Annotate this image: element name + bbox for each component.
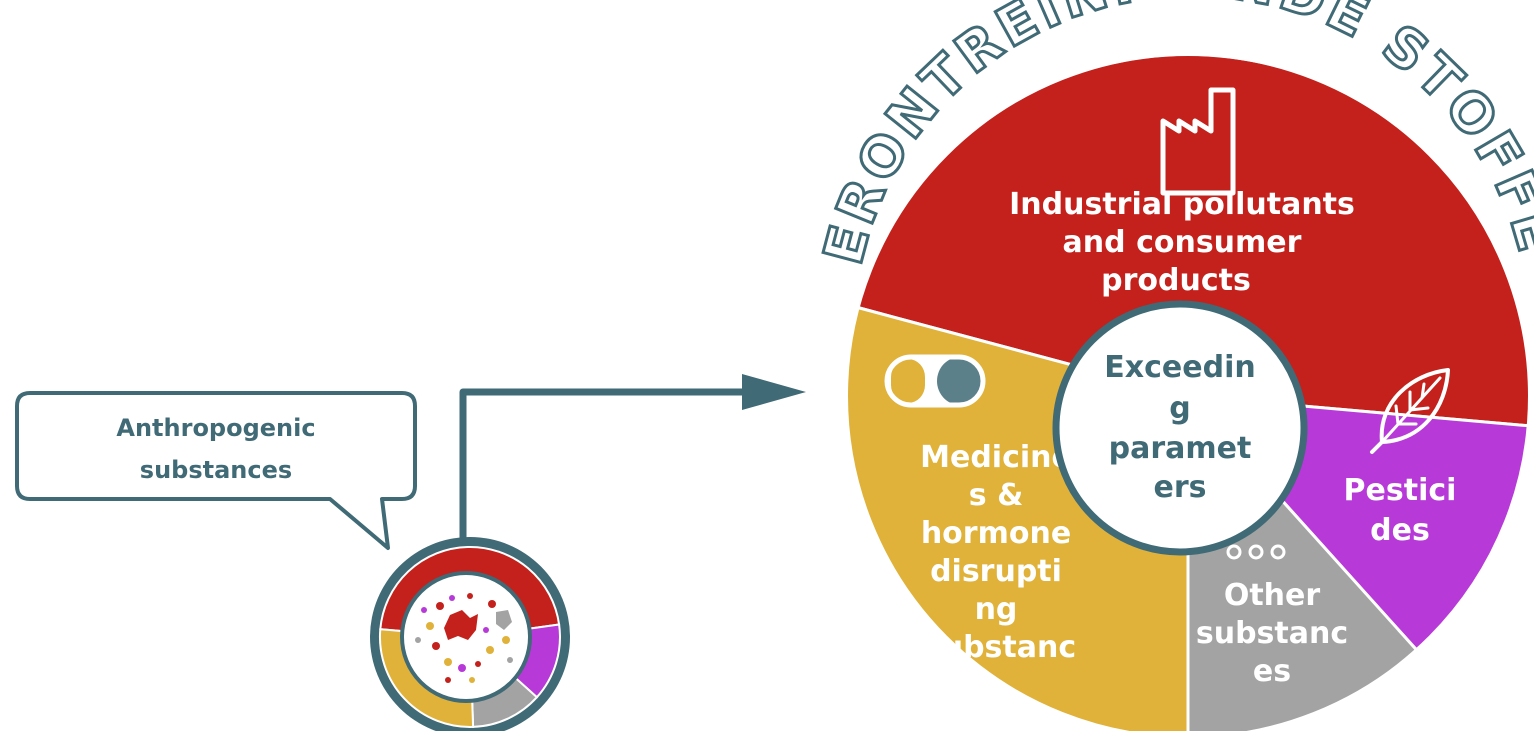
particle-shape <box>496 610 512 630</box>
other-label-line-3: es <box>1253 654 1291 689</box>
particle-dot <box>467 593 473 599</box>
particle-dot <box>502 636 510 644</box>
particle-dot <box>445 677 451 683</box>
center-text-line-1: Exceedin <box>1104 350 1255 385</box>
donut-outline <box>844 52 1532 731</box>
medicines-label-line-1: Medicine <box>920 440 1072 475</box>
medicines-label-line-3: hormone <box>921 516 1071 551</box>
speech-bubble: Anthropogenic substances <box>15 391 417 550</box>
center-circle: Exceedin g paramet ers <box>1052 300 1308 556</box>
small-donut-icon <box>370 537 570 731</box>
particle-blob <box>444 610 478 640</box>
particle-dot <box>488 600 496 608</box>
particle-dot <box>475 661 481 667</box>
particle-dot <box>426 622 434 630</box>
industrial-label-line-3: products <box>1101 263 1251 298</box>
other-label-line-1: Other <box>1224 578 1321 613</box>
particle-dot <box>415 637 421 643</box>
dots-icon <box>1226 544 1286 560</box>
bubble-text-line-1: Anthropogenic <box>116 414 315 442</box>
center-text-line-3: paramet <box>1109 431 1252 466</box>
industrial-label-line-1: Industrial pollutants <box>1009 187 1355 222</box>
particle-dot <box>432 642 440 650</box>
particle-dot <box>483 627 489 633</box>
center-text-line-4: ers <box>1154 470 1207 505</box>
particle-dot <box>444 658 452 666</box>
segment-label-pesticides: Pestici des <box>1344 473 1457 548</box>
particle-dot <box>436 602 444 610</box>
particle-dot <box>507 657 513 663</box>
particle-dot <box>449 595 455 601</box>
particle-dot <box>421 607 427 613</box>
factory-icon <box>1160 87 1236 196</box>
segment-label-other: Other substanc es <box>1196 578 1348 689</box>
leaf-icon <box>1370 368 1450 454</box>
pill-icon <box>884 354 986 408</box>
particle-dot <box>486 646 494 654</box>
pesticides-label-line-2: des <box>1370 513 1430 548</box>
connector-arrow <box>459 374 806 544</box>
medicines-label-line-2: s & <box>969 478 1023 513</box>
segment-label-medicines: Medicine s & hormone disrupti ng substan… <box>920 440 1076 665</box>
arrow-head-icon <box>742 374 806 410</box>
other-label-line-2: substanc <box>1196 616 1348 651</box>
bubble-text-line-2: substances <box>140 456 292 484</box>
particle-dot <box>458 664 466 672</box>
pesticides-label-line-1: Pestici <box>1344 473 1457 508</box>
medicines-label-line-4: disrupti <box>930 554 1062 589</box>
particle-dot <box>469 677 475 683</box>
center-text-line-2: g <box>1169 391 1190 426</box>
medicines-label-line-6: substanc <box>924 630 1076 665</box>
segment-label-industrial: Industrial pollutants and consumer produ… <box>1009 187 1355 298</box>
medicines-label-line-5: ng <box>975 592 1018 627</box>
industrial-label-line-2: and consumer <box>1063 225 1302 260</box>
